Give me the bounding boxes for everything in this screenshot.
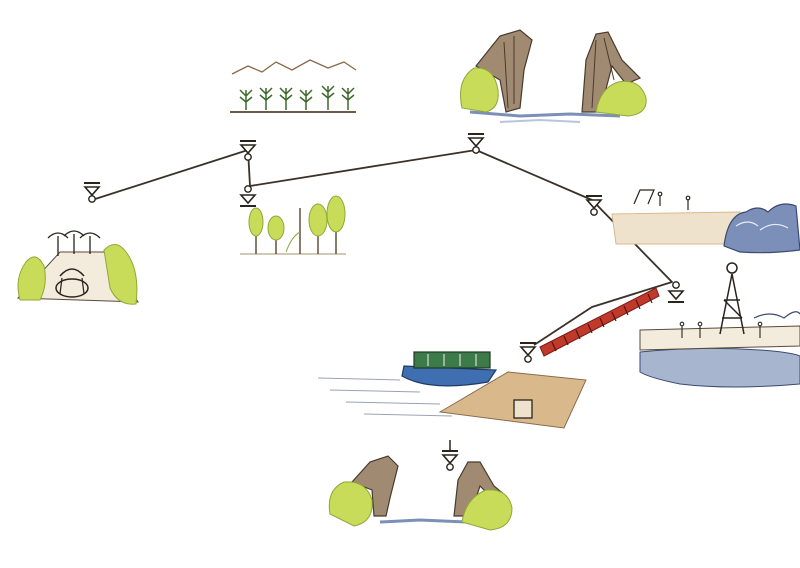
- scene-crop-field: [230, 59, 357, 113]
- red-bridge: [539, 287, 660, 357]
- scene-poplar-grove: [240, 195, 346, 255]
- wave-icon: [723, 203, 800, 254]
- scene-lower-gorge: [328, 455, 513, 531]
- scene-palm-plaza: [16, 230, 139, 305]
- scene-rock-gorge: [460, 29, 647, 123]
- tree-icon: [248, 195, 346, 254]
- tower-icon: [719, 262, 745, 335]
- sprout-icon: [239, 85, 355, 110]
- scene-pier-tower: [639, 262, 800, 388]
- boat-icon: [401, 351, 498, 387]
- route-marker[interactable]: [239, 140, 257, 162]
- route-line: [91, 149, 673, 346]
- route-marker[interactable]: [519, 342, 537, 364]
- route-marker[interactable]: [83, 182, 101, 204]
- scene-boat-landing: [317, 351, 587, 429]
- route-marker[interactable]: [667, 280, 685, 303]
- cliff-icon: [350, 455, 508, 517]
- route-marker[interactable]: [441, 450, 459, 472]
- route-marker[interactable]: [239, 184, 257, 207]
- scene-beach-shore: [611, 189, 800, 254]
